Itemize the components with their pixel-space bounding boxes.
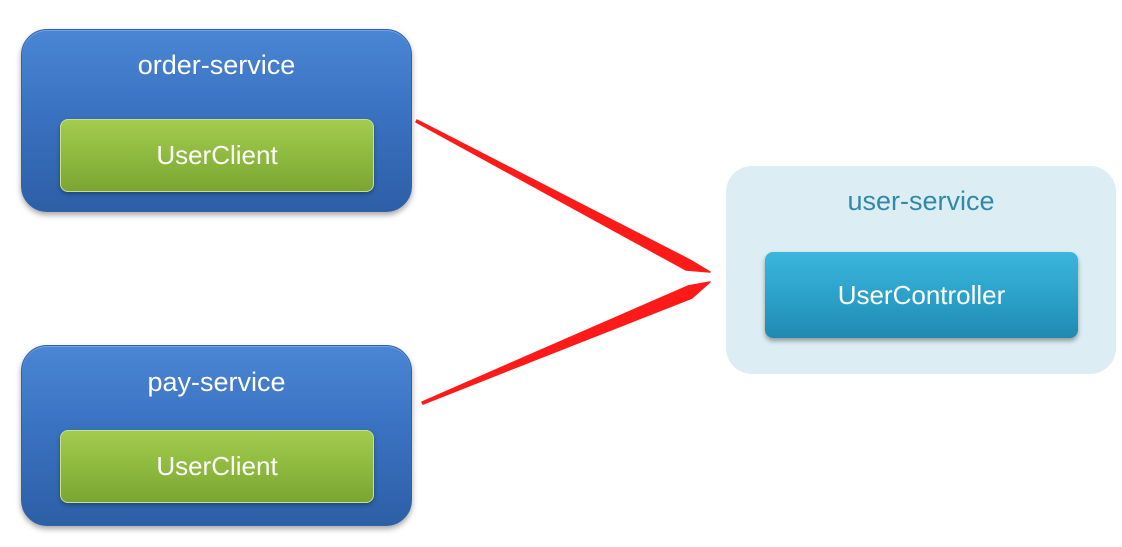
order-service-box: order-service UserClient bbox=[21, 29, 412, 212]
arrow-order-to-user bbox=[415, 119, 711, 273]
pay-service-label: pay-service bbox=[147, 367, 286, 397]
pay-service-userclient-box: UserClient bbox=[60, 430, 374, 503]
user-service-label: user-service bbox=[847, 186, 995, 216]
usercontroller-label: UserController bbox=[837, 279, 1006, 310]
order-service-label: order-service bbox=[137, 50, 296, 80]
order-service-userclient-label: UserClient bbox=[156, 140, 278, 170]
usercontroller-box: UserController bbox=[765, 252, 1078, 338]
pay-service-box: pay-service UserClient bbox=[21, 345, 412, 526]
pay-service-userclient-label: UserClient bbox=[156, 451, 278, 481]
user-service-box: user-service UserController bbox=[726, 166, 1116, 374]
arrow-pay-to-user bbox=[421, 281, 711, 405]
order-service-userclient-box: UserClient bbox=[60, 119, 374, 192]
